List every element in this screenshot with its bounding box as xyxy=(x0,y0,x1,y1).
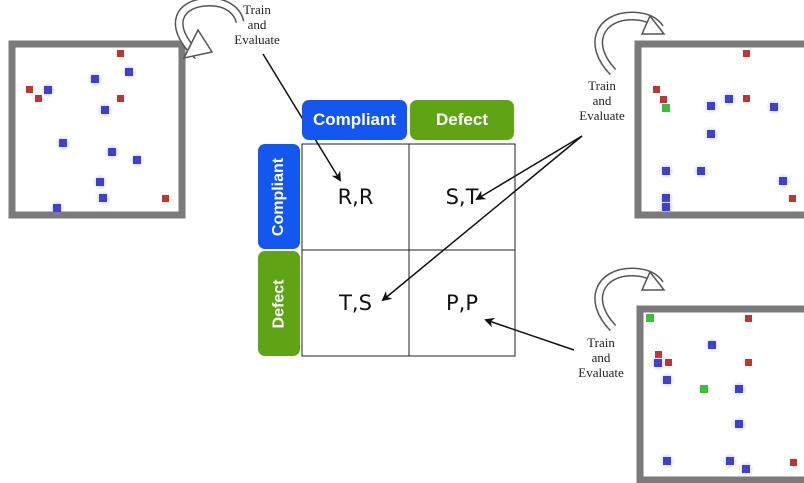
blue-agent xyxy=(133,156,141,164)
payoff-matrix-grid xyxy=(301,143,516,357)
arrow-to-ts xyxy=(381,135,583,302)
blue-agent xyxy=(96,178,104,186)
red-agent xyxy=(789,195,796,202)
column-header-defect-label: Defect xyxy=(436,110,488,129)
red-agent xyxy=(653,86,660,93)
blue-agent xyxy=(91,75,99,83)
label-line: Evaluate xyxy=(579,108,625,123)
cell-st: S,T xyxy=(445,185,479,209)
column-header-compliant: Compliant xyxy=(302,100,407,140)
arrow-to-rr xyxy=(262,53,342,182)
environment-grid-1 xyxy=(8,40,186,219)
label-line: Evaluate xyxy=(234,32,280,47)
train-evaluate-label-top-right: Train and Evaluate xyxy=(567,78,637,123)
train-evaluate-label-bottom-right: Train and Evaluate xyxy=(566,335,636,380)
green-agent xyxy=(662,104,670,112)
red-agent xyxy=(745,315,752,322)
red-agent xyxy=(162,195,169,202)
blue-agent xyxy=(99,194,107,202)
arrow-to-st xyxy=(475,135,583,201)
blue-agent xyxy=(707,130,715,138)
blue-agent xyxy=(662,203,670,211)
red-agent xyxy=(745,359,752,366)
blue-agent xyxy=(726,457,734,465)
blue-agent xyxy=(770,103,778,111)
row-header-compliant-label: Compliant xyxy=(270,157,287,236)
environment-grid-3 xyxy=(636,305,804,483)
circular-arrow-icon xyxy=(594,267,666,332)
green-agent xyxy=(700,385,708,393)
red-agent xyxy=(790,459,797,466)
row-header-compliant: Compliant xyxy=(258,144,300,249)
blue-agent xyxy=(662,167,670,175)
red-agent xyxy=(655,351,662,358)
red-agent xyxy=(117,50,124,57)
cell-pp: P,P xyxy=(445,291,478,315)
label-line: Train xyxy=(587,335,615,350)
blue-agent xyxy=(779,177,787,185)
blue-agent xyxy=(735,420,743,428)
red-agent xyxy=(117,95,124,102)
row-header-defect-label: Defect xyxy=(270,279,287,328)
red-agent xyxy=(660,96,667,103)
red-agent xyxy=(743,95,750,102)
blue-agent xyxy=(654,359,662,367)
environment-grid-2 xyxy=(634,40,804,219)
blue-agent xyxy=(44,86,52,94)
arrows xyxy=(262,53,583,351)
train-evaluate-label-top-left: Train and Evaluate xyxy=(222,2,292,47)
blue-agent xyxy=(735,385,743,393)
label-line: Train xyxy=(588,78,616,93)
row-header-defect: Defect xyxy=(258,251,300,356)
blue-agent xyxy=(53,204,61,212)
circular-arrow-icon xyxy=(594,11,666,76)
label-line: Train xyxy=(243,2,271,17)
label-line: and xyxy=(591,350,611,365)
red-agent xyxy=(743,50,750,57)
cell-ts: T,S xyxy=(339,291,372,315)
red-agent xyxy=(665,359,672,366)
blue-agent xyxy=(742,465,750,473)
blue-agent xyxy=(662,194,670,202)
blue-agent xyxy=(725,95,733,103)
blue-agent xyxy=(125,68,133,76)
red-agent xyxy=(35,95,42,102)
label-line: Evaluate xyxy=(578,365,624,380)
label-line: and xyxy=(592,93,612,108)
blue-agent xyxy=(663,376,671,384)
arrow-to-pp xyxy=(484,317,575,351)
blue-agent xyxy=(707,102,715,110)
column-header-defect: Defect xyxy=(410,100,514,140)
red-agent xyxy=(26,86,33,93)
blue-agent xyxy=(101,106,109,114)
cell-rr: R,R xyxy=(337,185,374,209)
blue-agent xyxy=(108,148,116,156)
circular-arrow-icon xyxy=(174,0,245,60)
column-header-compliant-label: Compliant xyxy=(312,110,397,129)
green-agent xyxy=(646,314,654,322)
blue-agent xyxy=(697,167,705,175)
label-line: and xyxy=(247,17,267,32)
blue-agent xyxy=(663,457,671,465)
blue-agent xyxy=(59,139,67,147)
blue-agent xyxy=(708,341,716,349)
